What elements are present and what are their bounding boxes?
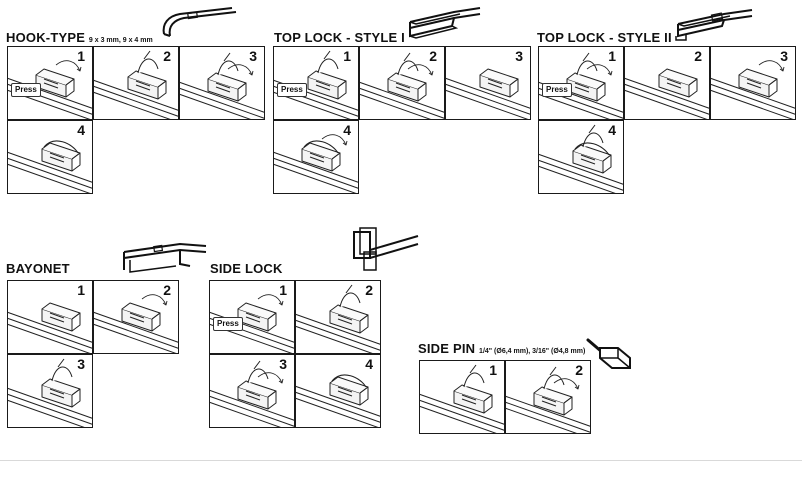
top-lock-1-step-2-panel: 2 [359, 46, 445, 120]
side-pin-step-2-illustration [506, 366, 590, 433]
bayonet-step-1-illustration [8, 302, 92, 353]
top-lock-1-step-2-illustration [360, 52, 444, 119]
press-label: Press [277, 83, 307, 97]
side-lock-step-3-panel: 3 [209, 354, 295, 428]
step-number: 1 [279, 282, 287, 298]
bayonet-title-text: BAYONET [6, 261, 70, 276]
hook-type-step-4-illustration [8, 140, 92, 193]
side-pin-title-text: SIDE PIN [418, 341, 476, 356]
top-lock-2-step-1-illustration [539, 52, 623, 119]
step-number: 2 [163, 282, 171, 298]
hook-type-step-2-illustration [94, 50, 178, 119]
hook-type-step-3-panel: 3 [179, 46, 265, 120]
press-label: Press [11, 83, 41, 97]
bayonet-step-3-panel: 3 [7, 354, 93, 428]
step-number: 4 [608, 122, 616, 138]
top-lock-style-1-connector-icon [409, 7, 481, 39]
step-number: 3 [279, 356, 287, 372]
step-number: 2 [163, 48, 171, 64]
bayonet-step-2-illustration [94, 294, 178, 353]
side-pin-step-2-panel: 2 [505, 360, 591, 434]
press-label: Press [542, 83, 572, 97]
step-number: 3 [77, 356, 85, 372]
step-number: 1 [489, 362, 497, 378]
step-number: 2 [365, 282, 373, 298]
top-lock-1-step-4-illustration [274, 134, 358, 193]
side-lock-title-text: SIDE LOCK [210, 261, 283, 276]
hook-type-step-4-panel: 4 [7, 120, 93, 194]
step-number: 2 [429, 48, 437, 64]
top-lock-1-title-text: TOP LOCK - STYLE I [274, 30, 405, 45]
top-lock-1-step-1-illustration [274, 50, 358, 119]
press-label: Press [213, 317, 243, 331]
top-lock-2-step-2-illustration [625, 68, 709, 119]
step-number: 1 [343, 48, 351, 64]
side-lock-step-2-illustration [296, 284, 380, 353]
bayonet-connector-icon [123, 242, 207, 273]
side-lock-title: SIDE LOCK [210, 262, 283, 276]
bayonet-step-1-panel: 1 [7, 280, 93, 354]
step-number: 3 [780, 48, 788, 64]
top-lock-2-step-2-panel: 2 [624, 46, 710, 120]
top-lock-style-2-connector-icon [675, 9, 753, 41]
step-number: 1 [608, 48, 616, 64]
hook-type-subtitle: 9 x 3 mm, 9 x 4 mm [88, 37, 153, 44]
step-number: 1 [77, 282, 85, 298]
bayonet-step-3-illustration [8, 358, 92, 427]
top-lock-2-step-3-illustration [711, 60, 795, 119]
top-lock-1-title: TOP LOCK - STYLE I [274, 31, 405, 45]
step-number: 4 [365, 356, 373, 372]
top-lock-2-title: TOP LOCK - STYLE II [537, 31, 672, 45]
page-divider [0, 460, 802, 461]
step-number: 3 [515, 48, 523, 64]
bayonet-step-2-panel: 2 [93, 280, 179, 354]
top-lock-2-title-text: TOP LOCK - STYLE II [537, 30, 672, 45]
side-lock-step-1-illustration [210, 294, 294, 353]
side-lock-step-3-illustration [210, 360, 294, 427]
top-lock-1-step-3-panel: 3 [445, 46, 531, 120]
top-lock-2-step-4-panel: 4 [538, 120, 624, 194]
side-lock-step-2-panel: 2 [295, 280, 381, 354]
side-pin-title: SIDE PIN 1/4" (Ø6,4 mm), 3/16" (Ø4,8 mm) [418, 342, 585, 359]
step-number: 1 [77, 48, 85, 64]
hook-type-title-text: HOOK-TYPE [6, 30, 86, 45]
top-lock-1-step-4-panel: 4 [273, 120, 359, 194]
hook-type-title: HOOK-TYPE 9 x 3 mm, 9 x 4 mm [6, 31, 153, 48]
hook-type-step-2-panel: 2 [93, 46, 179, 120]
side-pin-connector-icon [586, 338, 631, 369]
step-number: 4 [77, 122, 85, 138]
side-pin-step-1-panel: 1 [419, 360, 505, 434]
side-pin-step-1-illustration [420, 364, 504, 433]
top-lock-1-step-3-illustration [446, 68, 530, 119]
step-number: 3 [249, 48, 257, 64]
hook-type-step-3-illustration [180, 52, 264, 119]
step-number: 2 [575, 362, 583, 378]
side-lock-step-4-illustration [296, 374, 380, 427]
step-number: 4 [343, 122, 351, 138]
step-number: 2 [694, 48, 702, 64]
top-lock-2-step-4-illustration [539, 124, 623, 193]
side-lock-connector-icon [353, 227, 419, 271]
top-lock-2-step-3-panel: 3 [710, 46, 796, 120]
hook-type-connector-icon [162, 7, 237, 37]
bayonet-title: BAYONET [6, 262, 70, 276]
side-pin-subtitle: 1/4" (Ø6,4 mm), 3/16" (Ø4,8 mm) [479, 348, 586, 355]
side-lock-step-4-panel: 4 [295, 354, 381, 428]
